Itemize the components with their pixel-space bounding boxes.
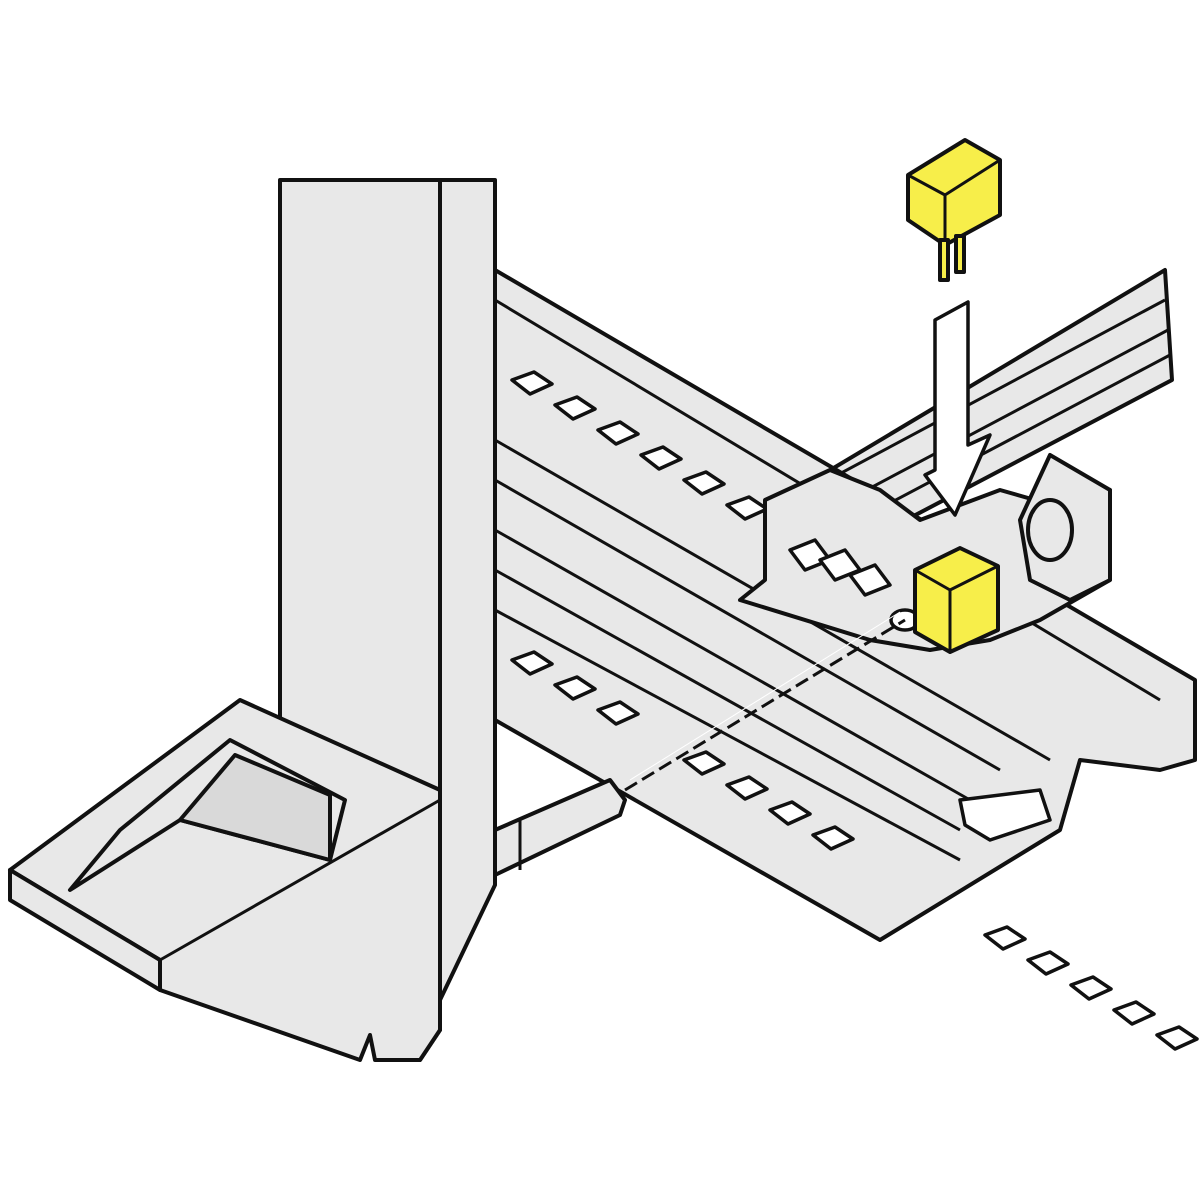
guide-pin [493, 778, 627, 877]
rail-slot [553, 675, 597, 701]
rail-profile-channel [958, 788, 1052, 842]
panel-foot [8, 698, 442, 1062]
rail-slot [1155, 1025, 1199, 1051]
rail-slot [1069, 975, 1113, 1001]
rail-slot [596, 420, 640, 446]
lower-slot-row [510, 650, 1199, 1051]
rail-slot [510, 370, 554, 396]
rail-slot [768, 800, 812, 826]
rail-slot [1026, 950, 1070, 976]
rail-slot [1112, 1000, 1156, 1026]
rail-slot [682, 750, 726, 776]
rail-slot [596, 700, 640, 726]
connector-block [738, 453, 1112, 652]
rail-slot [811, 825, 855, 851]
rail-slot [553, 395, 597, 421]
alignment-dashed-line [624, 618, 906, 792]
insertion-arrow [923, 300, 992, 517]
rail-slot [682, 470, 726, 496]
rail-slot [725, 775, 769, 801]
coding-key-inserted [913, 546, 1000, 654]
rail-slot [639, 445, 683, 471]
coding-key [906, 138, 1002, 282]
rail-slot [983, 925, 1027, 951]
rail-slot [510, 650, 554, 676]
